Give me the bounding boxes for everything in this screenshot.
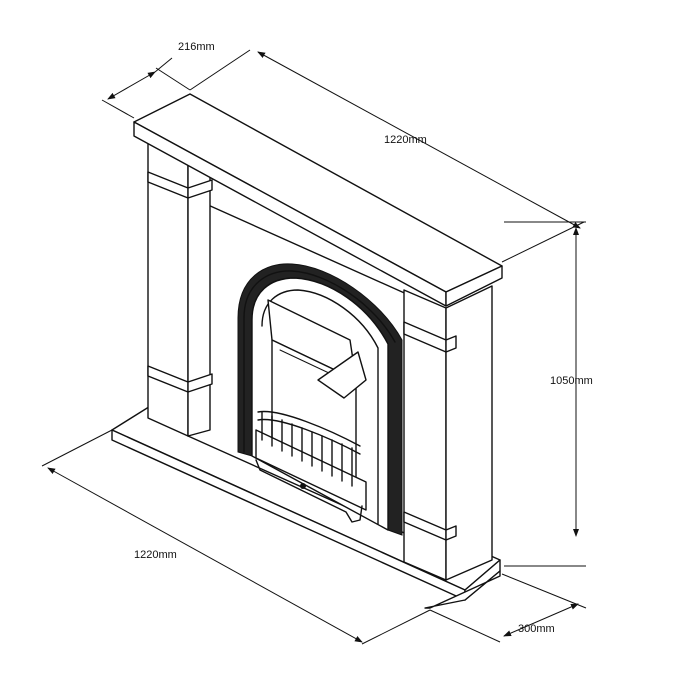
mantel-width-label: 1220mm [384,134,427,146]
left-leg [147,139,213,437]
base-depth-label: 300mm [518,623,555,635]
dimension-mantel-depth: 216mm [101,41,215,119]
dimension-base-depth: 300mm [429,573,587,643]
height-label: 1050mm [550,375,593,387]
dimension-height: 1050mm [504,221,593,567]
right-leg [403,285,493,581]
dimension-base-width: 1220mm [41,429,431,645]
dimension-mantel-width: 1220mm [189,49,585,263]
base-width-label: 1220mm [134,549,177,561]
mantel-depth-label: 216mm [178,41,215,53]
